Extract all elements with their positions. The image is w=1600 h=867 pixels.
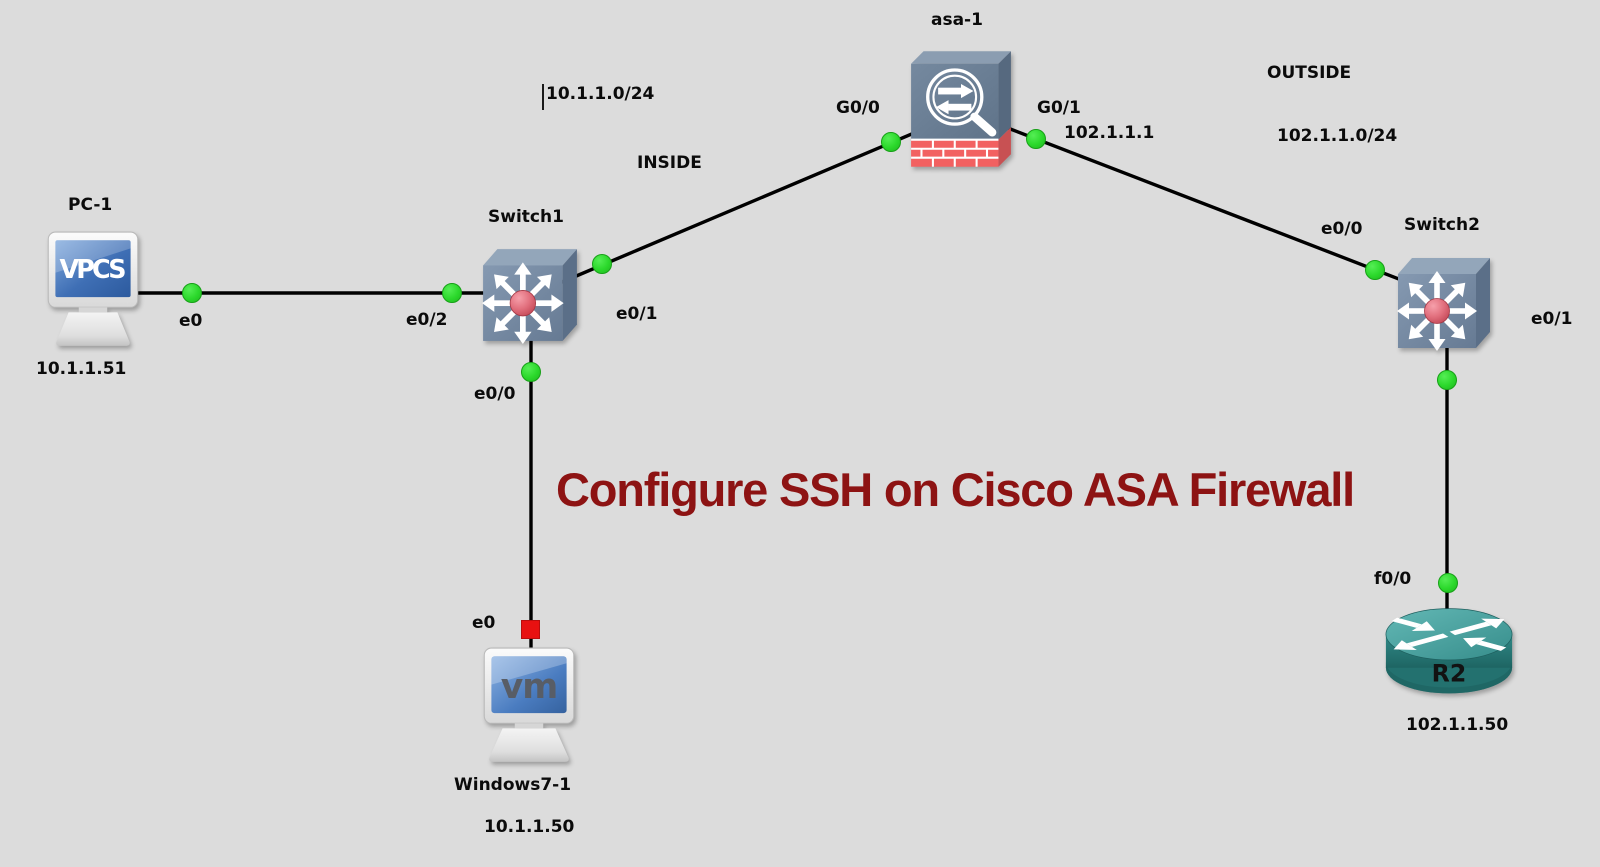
status-up-dot [1365, 260, 1385, 280]
switch-center-sphere [509, 290, 537, 317]
monitor-neck [78, 307, 108, 313]
status-up-dot [881, 132, 901, 152]
asa-side-brick [998, 127, 1011, 167]
port-label-sw1-e0-1: e0/1 [616, 304, 658, 324]
magnifier-icon [926, 68, 997, 137]
asa-brick-mortar [911, 138, 999, 167]
port-label-sw1-e0-0: e0/0 [474, 384, 516, 404]
port-label-sw2-e0-0: e0/0 [1321, 219, 1363, 239]
text-edit-cursor [542, 84, 544, 110]
device-label-win7: Windows7-1 [454, 775, 572, 795]
port-label-r2-f0-0: f0/0 [1374, 569, 1412, 589]
topology-title[interactable]: Configure SSH on Cisco ASA Firewall [556, 463, 1355, 516]
switch-arrows-icon [1397, 271, 1477, 351]
switch-top-face [483, 249, 577, 266]
router-name-label: R2 [1432, 660, 1467, 688]
ip-label-win7: 10.1.1.50 [484, 817, 575, 837]
device-r2-router[interactable]: R2 [1380, 606, 1518, 702]
device-switch1[interactable] [479, 243, 581, 345]
status-up-dot [182, 283, 202, 303]
link-asa1-switch2[interactable] [999, 123, 1431, 293]
ip-label-asa-outside: 102.1.1.1 [1064, 123, 1155, 143]
status-up-dot [1437, 370, 1457, 390]
monitor-screen [55, 240, 131, 298]
port-label-sw1-e0-2: e0/2 [406, 310, 448, 330]
vm-screen-text: vm [501, 667, 557, 707]
router-body-shadow [1385, 661, 1513, 694]
note-outside-subnet[interactable]: 102.1.1.0/24 [1277, 126, 1398, 146]
monitor-base [489, 728, 569, 762]
monitor-neck [514, 723, 544, 729]
status-up-dot [592, 254, 612, 274]
ip-label-r2: 102.1.1.50 [1406, 715, 1509, 735]
device-label-switch2: Switch2 [1404, 215, 1480, 235]
switch-top-face [1398, 258, 1490, 274]
monitor-screen [491, 656, 567, 714]
switch-side-face [1476, 258, 1490, 348]
monitor-base [56, 312, 130, 346]
asa-side-face [998, 51, 1011, 140]
device-asa1-firewall[interactable] [909, 49, 1013, 169]
status-up-dot [1026, 129, 1046, 149]
status-up-dot [442, 283, 462, 303]
vpcs-screen-text: VPCS [59, 254, 126, 284]
device-win7-vm[interactable]: vm [477, 644, 581, 768]
router-arrows-icon [1391, 617, 1507, 651]
note-inside-zone[interactable]: INSIDE [637, 153, 702, 173]
status-stopped-square [521, 620, 540, 639]
note-inside-subnet[interactable]: 10.1.1.0/24 [546, 84, 655, 104]
note-outside-zone[interactable]: OUTSIDE [1267, 63, 1352, 83]
device-label-pc1: PC-1 [68, 195, 113, 215]
status-up-dot [1438, 573, 1458, 593]
device-label-asa1: asa-1 [931, 10, 983, 30]
link-switch1-asa1[interactable] [554, 120, 941, 287]
screen-gloss [55, 240, 131, 273]
port-label-sw2-e0-1: e0/1 [1531, 309, 1573, 329]
magnifier-arrows-icon [936, 84, 974, 115]
port-label-asa-g0-1: G0/1 [1037, 98, 1081, 118]
port-label-pc1-e0: e0 [179, 311, 203, 331]
router-top [1385, 608, 1513, 661]
port-label-win7-e0: e0 [472, 613, 496, 633]
screen-gloss [491, 656, 567, 685]
device-switch2[interactable] [1394, 252, 1494, 352]
ip-label-pc1: 10.1.1.51 [36, 359, 127, 379]
device-pc1-vpcs[interactable]: VPCS [42, 228, 144, 352]
switch-center-sphere [1424, 298, 1450, 324]
device-label-switch1: Switch1 [488, 207, 564, 227]
switch-side-face [562, 249, 577, 341]
port-label-asa-g0-0: G0/0 [836, 98, 880, 118]
status-up-dot [521, 362, 541, 382]
asa-top-face [911, 51, 1011, 64]
